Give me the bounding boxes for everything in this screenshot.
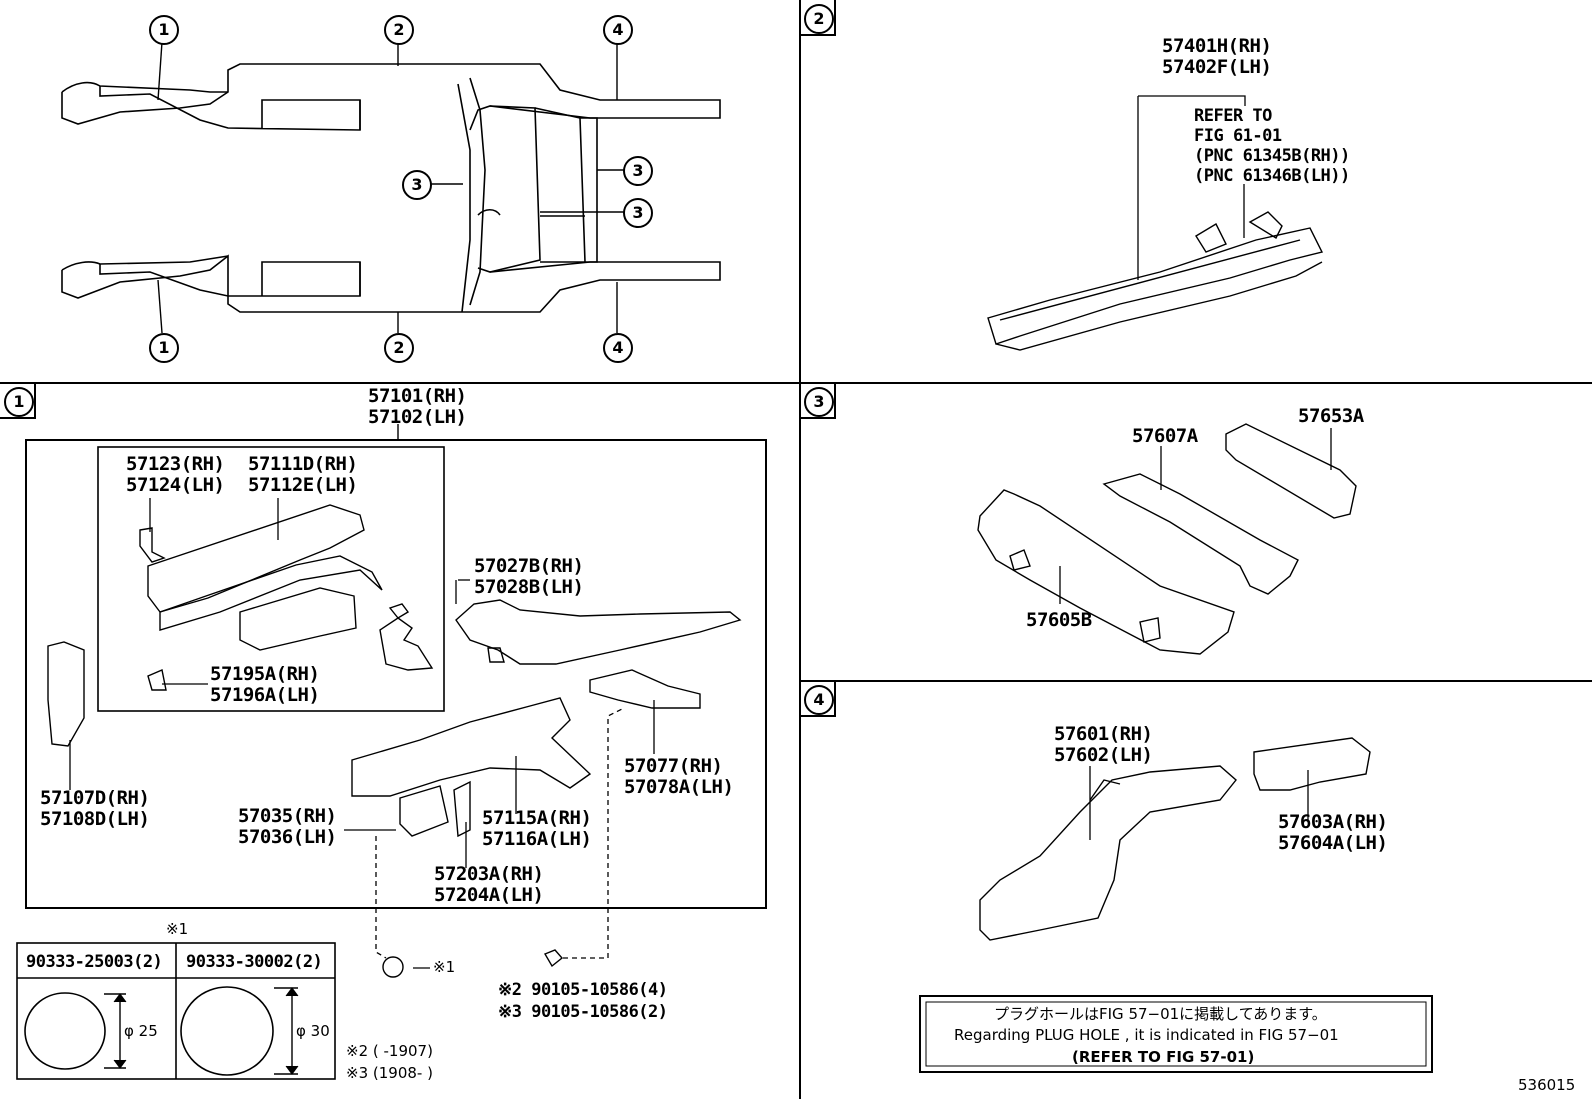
part-number-rh: 57111D(RH) [248,453,358,475]
part-label-57603a[interactable]: 57603A(RH) 57604A(LH) [1278,811,1388,854]
part-number-rh: 57203A(RH) [434,863,544,885]
date-range-2: ※3 (1908- ) [346,1064,433,1082]
part-number-rh: 57101(RH) [368,385,467,407]
part-label-57605b[interactable]: 57605B [1026,609,1092,631]
part-number-rh: 57603A(RH) [1278,811,1388,833]
part-number-lh: 57402F(LH) [1162,56,1272,78]
date-range-1: ※2 ( -1907) [346,1042,433,1060]
part-label-57607a[interactable]: 57607A [1132,425,1198,447]
plug-dim-25: φ 25 [124,1022,158,1040]
refer-line: (PNC 61345B(RH)) [1194,146,1350,166]
part-number-lh: 57124(LH) [126,474,225,496]
bolt-part-2[interactable]: ※3 90105-10586(2) [498,1002,668,1022]
part-number-rh: 57401H(RH) [1162,35,1272,57]
part-number-lh: 57116A(LH) [482,828,592,850]
part-label-57035[interactable]: 57035(RH) 57036(LH) [238,805,337,848]
plug-note-mark: ※1 [166,920,189,938]
plug-ref-mark: ※1 [433,958,456,976]
overview-callout-3-center[interactable]: 3 [623,198,653,228]
refer-to-fig-61-01[interactable]: REFER TO FIG 61-01 (PNC 61345B(RH)) (PNC… [1194,106,1350,186]
part-number-lh: 57036(LH) [238,826,337,848]
part-number-rh: 57027B(RH) [474,555,584,577]
section-tab-2: 2 [800,0,836,36]
part-number-rh: 57077(RH) [624,755,723,777]
part-number-lh: 57078A(LH) [624,776,734,798]
callout-badge: 3 [804,387,834,417]
plug-hole-notice-ref[interactable]: (REFER TO FIG 57-01) [1072,1048,1255,1066]
part-label-57077[interactable]: 57077(RH) 57078A(LH) [624,755,734,798]
part-number-lh: 57204A(LH) [434,884,544,906]
part-label-57027b[interactable]: 57027B(RH) 57028B(LH) [474,555,584,598]
section2-sill-sketch [987,211,1324,351]
part-number-lh: 57604A(LH) [1278,832,1388,854]
part-label-57653a[interactable]: 57653A [1298,405,1364,427]
plug-part-90333-25003[interactable]: 90333-25003(2) [26,952,163,972]
overview-callout-3-left[interactable]: 3 [402,170,432,200]
refer-line: (PNC 61346B(LH)) [1194,166,1350,186]
callout-badge: 4 [804,685,834,715]
plug-dim-30: φ 30 [296,1022,330,1040]
overview-callout-3-right[interactable]: 3 [623,156,653,186]
underbody-overview [61,63,721,313]
section1-parts-sketch [47,504,742,968]
section4-member-sketch [979,737,1371,941]
part-number-rh: 57107D(RH) [40,787,150,809]
section3-crossmember-sketch [977,423,1357,655]
part-label-57101[interactable]: 57101(RH) 57102(LH) [368,385,467,428]
part-label-57123[interactable]: 57123(RH) 57124(LH) [126,453,225,496]
part-label-57401h[interactable]: 57401H(RH) 57402F(LH) [1162,35,1272,78]
refer-line: REFER TO [1194,106,1272,126]
section-tab-4: 4 [800,681,836,717]
part-number-lh: 57108D(LH) [40,808,150,830]
refer-line: FIG 61-01 [1194,126,1282,146]
part-number-rh: 57601(RH) [1054,723,1153,745]
part-number-rh: 57123(RH) [126,453,225,475]
callout-badge: 2 [804,4,834,34]
callout-badge: 1 [4,387,34,417]
part-number-lh: 57602(LH) [1054,744,1153,766]
overview-callout-2-top[interactable]: 2 [384,15,414,45]
part-number-lh: 57102(LH) [368,406,467,428]
overview-callout-4-bottom[interactable]: 4 [603,333,633,363]
part-label-57115a[interactable]: 57115A(RH) 57116A(LH) [482,807,592,850]
bolt-part-1[interactable]: ※2 90105-10586(4) [498,980,668,1000]
overview-callout-1-top[interactable]: 1 [149,15,179,45]
part-number-lh: 57028B(LH) [474,576,584,598]
part-number-rh: 57035(RH) [238,805,337,827]
overview-callout-2-bottom[interactable]: 2 [384,333,414,363]
part-number-lh: 57196A(LH) [210,684,320,706]
overview-callout-1-bottom[interactable]: 1 [149,333,179,363]
plug-hole-notice-en: Regarding PLUG HOLE , it is indicated in… [954,1026,1339,1044]
section-tab-3: 3 [800,383,836,419]
part-label-57601[interactable]: 57601(RH) 57602(LH) [1054,723,1153,766]
part-number-lh: 57112E(LH) [248,474,358,496]
part-label-57203a[interactable]: 57203A(RH) 57204A(LH) [434,863,544,906]
part-number-rh: 57195A(RH) [210,663,320,685]
part-label-57111d[interactable]: 57111D(RH) 57112E(LH) [248,453,358,496]
part-label-57107d[interactable]: 57107D(RH) 57108D(LH) [40,787,150,830]
plug-table-lines [16,942,336,1080]
overview-callout-4-top[interactable]: 4 [603,15,633,45]
plug-hole-notice-jp: プラグホールはFIG 57−01に掲載してあります。 [994,1005,1327,1023]
section-tab-1: 1 [0,383,36,419]
diagram-id: 536015 [1518,1076,1576,1094]
part-label-57195a[interactable]: 57195A(RH) 57196A(LH) [210,663,320,706]
part-number-rh: 57115A(RH) [482,807,592,829]
plug-part-90333-30002[interactable]: 90333-30002(2) [186,952,323,972]
